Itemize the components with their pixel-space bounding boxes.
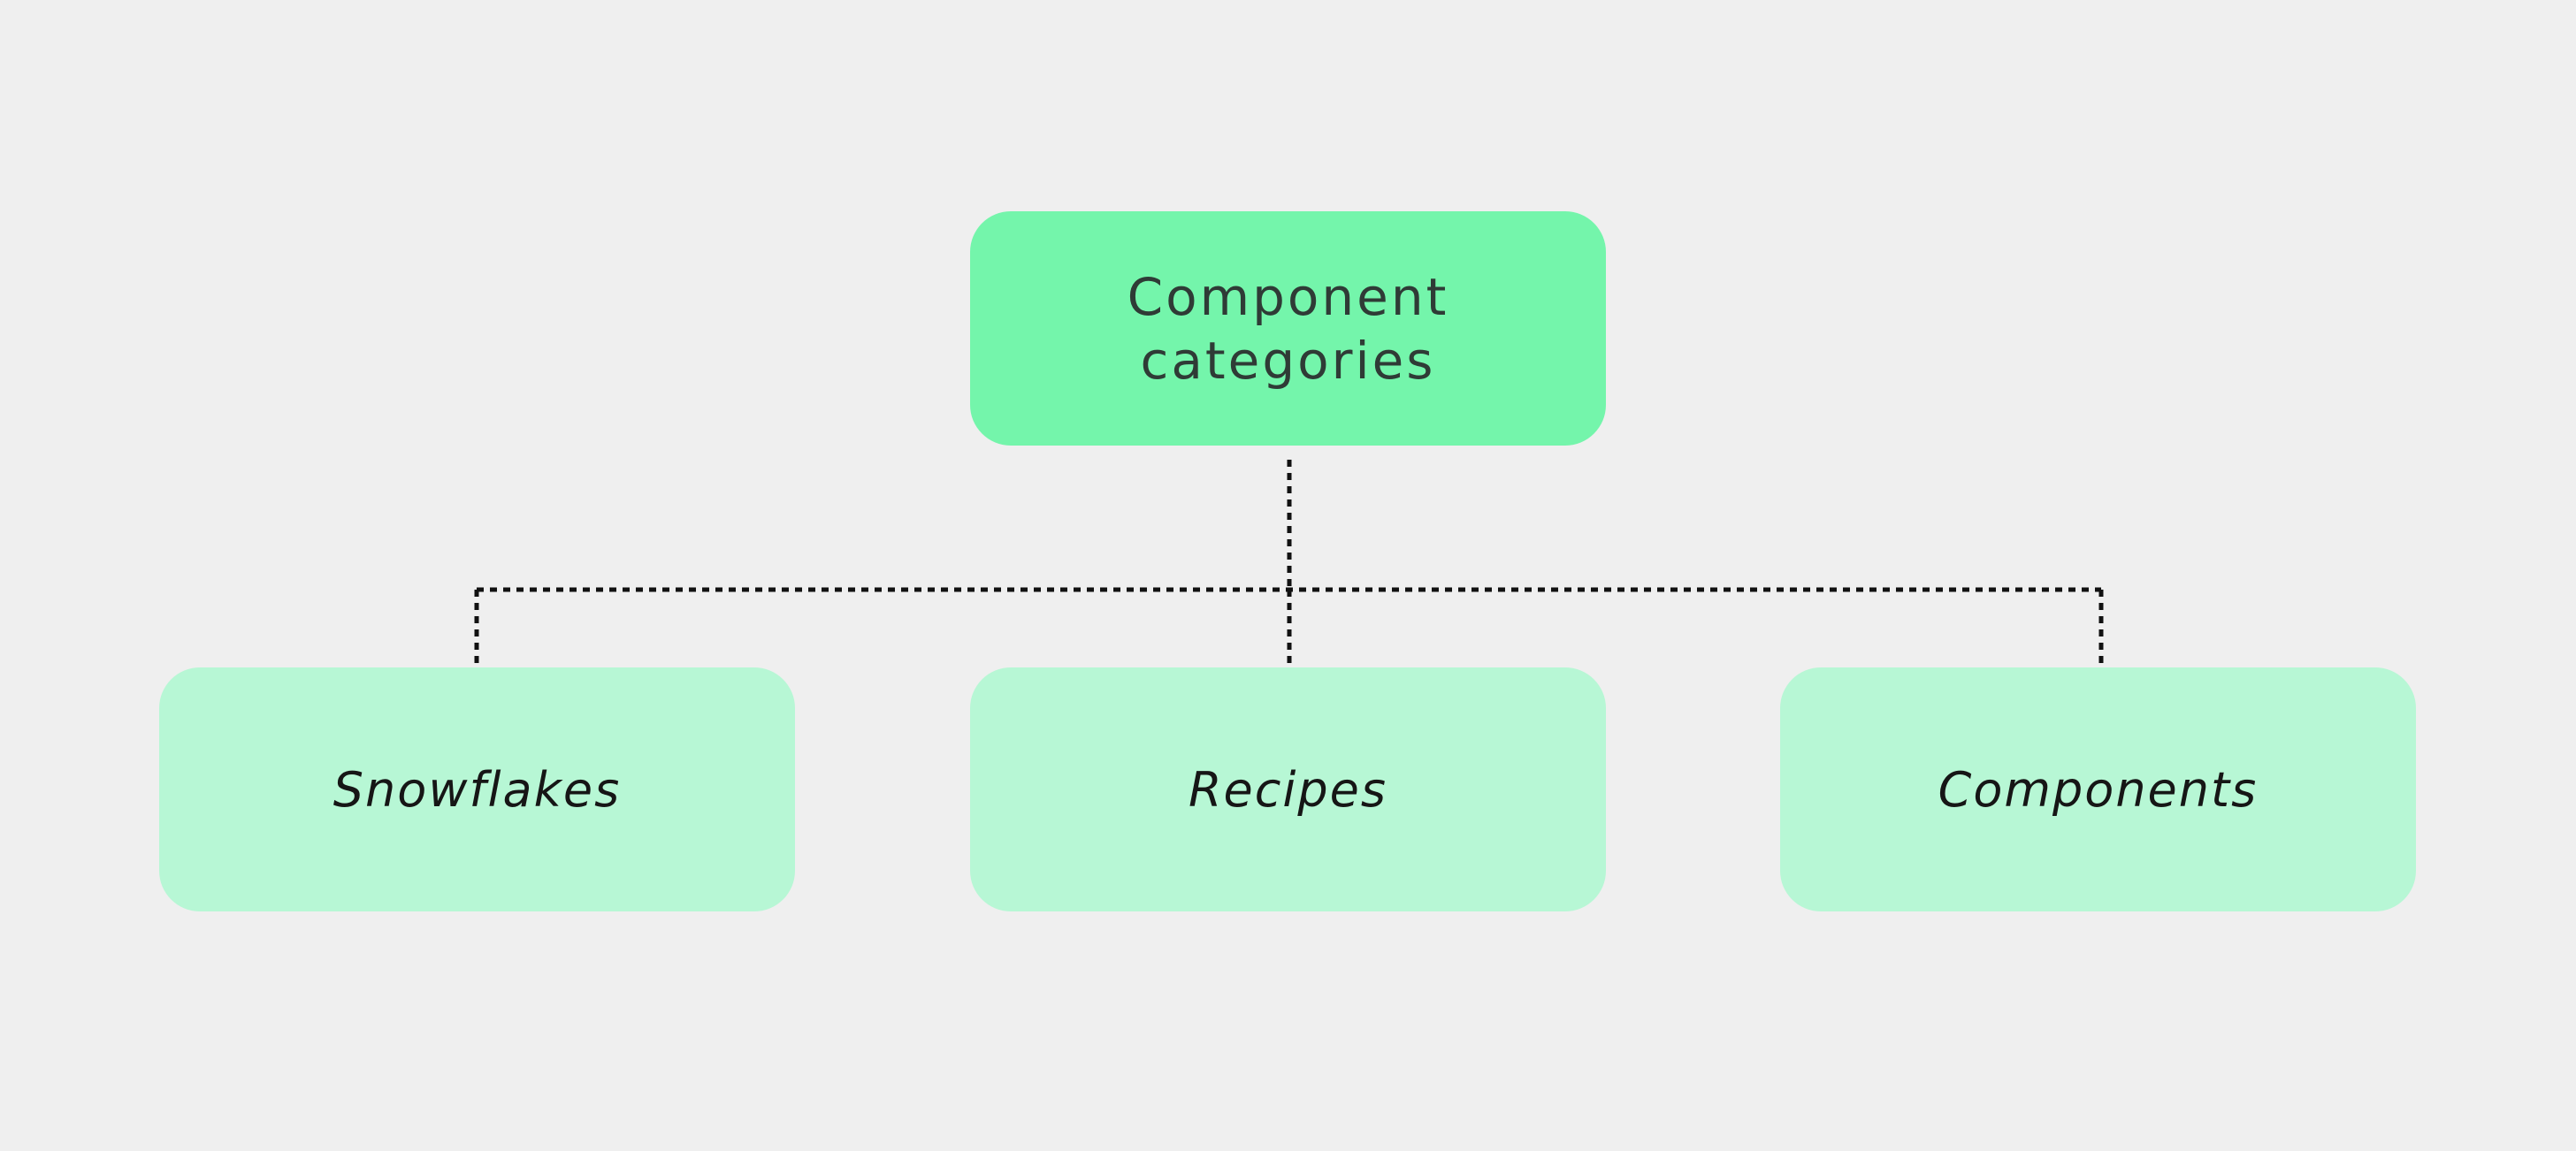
components-label: Components <box>1938 761 2259 818</box>
root-node: Component categories <box>970 211 1606 446</box>
root-label: Component categories <box>1127 266 1449 391</box>
child-node-components: Components <box>1780 667 2416 911</box>
child-node-snowflakes: Snowflakes <box>159 667 795 911</box>
snowflakes-label: Snowflakes <box>333 761 622 818</box>
child-node-recipes: Recipes <box>970 667 1606 911</box>
recipes-label: Recipes <box>1188 761 1388 818</box>
